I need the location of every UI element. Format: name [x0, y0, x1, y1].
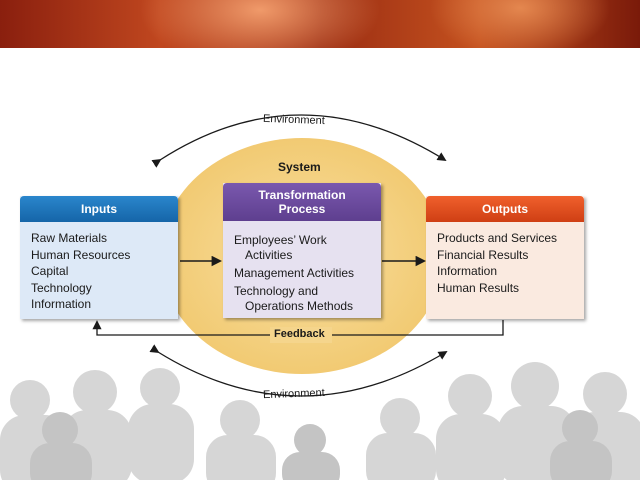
outputs-title: Outputs — [482, 202, 528, 216]
environment-arc-bottom — [149, 344, 448, 397]
outputs-list: Products and Services Financial Results … — [426, 226, 584, 319]
process-header: Transformation Process — [223, 183, 381, 221]
inputs-title: Inputs — [81, 202, 117, 216]
list-item: Information — [31, 297, 92, 311]
list-item: Employees’ Work — [234, 233, 327, 247]
list-item: Human Resources — [31, 247, 131, 262]
inputs-header: Inputs — [20, 196, 178, 222]
outputs-box: Outputs Products and Services Financial … — [426, 196, 584, 319]
transformation-process-box: Transformation Process Employees’ Work A… — [223, 183, 381, 318]
environment-arc-top — [151, 114, 447, 168]
list-item: Management Activities — [234, 266, 355, 280]
top-banner — [0, 0, 640, 48]
outputs-header: Outputs — [426, 196, 584, 222]
process-title-line1: Transformation — [258, 188, 346, 202]
inputs-list: Raw Materials Human Resources Capital Te… — [20, 226, 178, 319]
audience-silhouette-background — [0, 362, 640, 480]
inputs-box: Inputs Raw Materials Human Resources Cap… — [20, 196, 178, 319]
environment-label-bottom: Environment — [262, 386, 325, 402]
list-item: Information — [437, 264, 498, 278]
feedback-label: Feedback — [274, 328, 325, 340]
list-item: Products and Services — [437, 231, 558, 245]
list-item: Technology — [31, 280, 92, 295]
process-list: Employees’ Work Activities Management Ac… — [223, 229, 381, 318]
system-label: System — [278, 160, 321, 174]
list-item: Technology and — [234, 284, 319, 298]
list-item: Capital — [31, 264, 69, 278]
list-item: Financial Results — [437, 247, 529, 262]
list-item: Operations Methods — [245, 299, 354, 313]
list-item: Human Results — [437, 280, 520, 295]
environment-label-top: Environment — [262, 112, 325, 128]
list-item: Raw Materials — [31, 231, 108, 245]
list-item: Activities — [245, 248, 293, 262]
process-title-line2: Process — [278, 202, 326, 216]
